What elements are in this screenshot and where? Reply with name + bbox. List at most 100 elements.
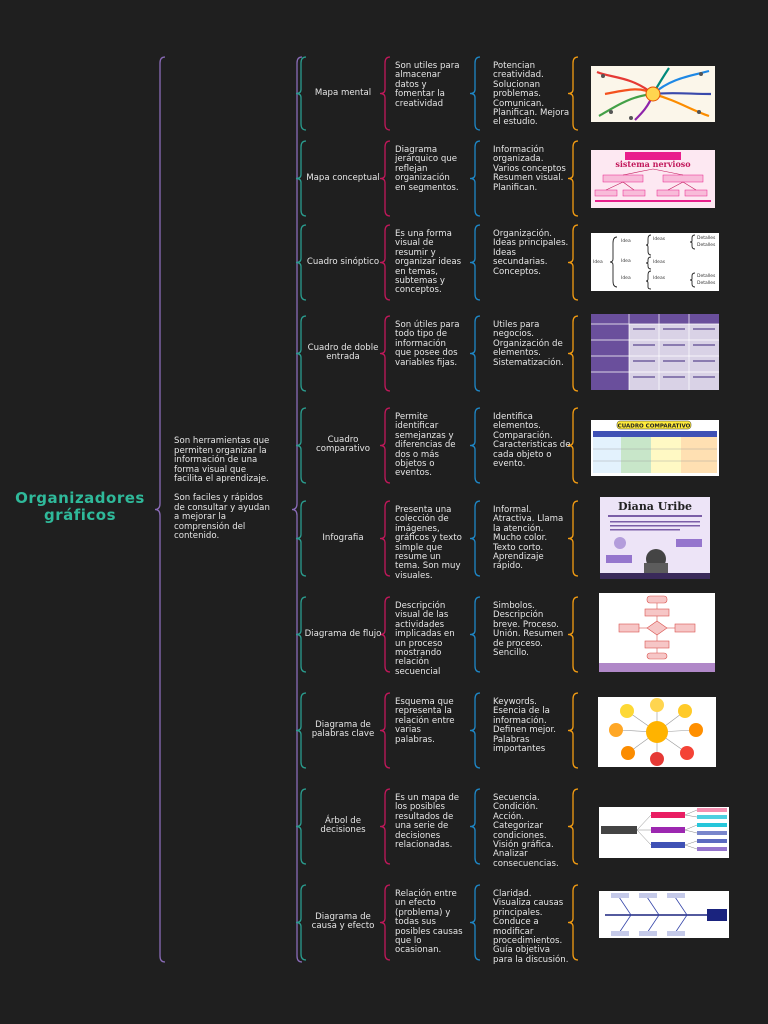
diagram-title: Organizadores gráficos xyxy=(15,489,145,524)
description: Son herramientas que permiten organizar … xyxy=(174,436,274,551)
definition-brace-8 xyxy=(379,692,391,769)
name-brace-5 xyxy=(295,407,307,484)
category-brace xyxy=(291,56,303,963)
image-brace-7 xyxy=(567,596,579,673)
row-4-features: Utiles para negocios. Organización de el… xyxy=(493,320,564,368)
row-7-features: Simbolos. Descripción breve. Proceso. Un… xyxy=(493,601,564,659)
mind-map-thumbnail xyxy=(591,66,715,122)
row-8-definition: Esquema que representa la relación entre… xyxy=(395,697,455,745)
name-brace-3 xyxy=(295,224,307,301)
definition-brace-1 xyxy=(379,56,391,131)
name-brace-6 xyxy=(295,500,307,577)
svg-text:Detalles: Detalles xyxy=(697,235,716,241)
svg-text:Idea: Idea xyxy=(621,238,631,244)
features-brace-3 xyxy=(469,224,481,301)
features-brace-10 xyxy=(469,884,481,961)
row-10-name: Diagrama de causa y efecto xyxy=(311,912,375,932)
comparison-table-thumbnail: CUADRO COMPARATIVO xyxy=(591,420,719,476)
definition-brace-7 xyxy=(379,596,391,673)
image-brace-5 xyxy=(567,407,579,484)
image-brace-2 xyxy=(567,140,579,217)
features-brace-9 xyxy=(469,788,481,865)
definition-brace-9 xyxy=(379,788,391,865)
name-brace-2 xyxy=(295,140,307,217)
decision-tree-thumbnail xyxy=(599,807,729,858)
svg-text:Idea: Idea xyxy=(621,275,631,281)
row-2-definition: Diagrama jerárquico que reflejan organiz… xyxy=(395,145,459,193)
name-brace-8 xyxy=(295,692,307,769)
row-6-features: Informal. Atractiva. Llama la atención. … xyxy=(493,505,564,572)
svg-text:Detalles: Detalles xyxy=(697,273,716,279)
features-brace-1 xyxy=(469,56,481,131)
main-brace xyxy=(154,56,166,963)
row-9-features: Secuencia. Condición. Acción. Categoriza… xyxy=(493,793,559,869)
image-brace-8 xyxy=(567,692,579,769)
cause-effect-thumbnail xyxy=(599,891,729,938)
row-2-name: Mapa conceptual xyxy=(306,173,380,183)
row-10-definition: Relación entre un efecto (problema) y to… xyxy=(395,889,463,956)
svg-text:Ideas: Ideas xyxy=(653,259,666,265)
name-brace-4 xyxy=(295,315,307,392)
row-3-definition: Es una forma visual de resumir y organiz… xyxy=(395,229,462,296)
definition-brace-10 xyxy=(379,884,391,961)
image-brace-4 xyxy=(567,315,579,392)
image-brace-10 xyxy=(567,884,579,961)
row-4-definition: Son útiles para todo tipo de información… xyxy=(395,320,460,368)
svg-text:Idea: Idea xyxy=(621,258,631,264)
description-paragraph-2: Son faciles y rápidos de consultar y ayu… xyxy=(174,492,270,542)
concept-map-heading: sistema nervioso xyxy=(615,159,691,169)
svg-text:Idea: Idea xyxy=(593,259,603,265)
description-paragraph-1: Son herramientas que permiten organizar … xyxy=(174,436,270,485)
image-brace-1 xyxy=(567,56,579,131)
name-brace-9 xyxy=(295,788,307,865)
row-7-definition: Descripción visual de las actividades im… xyxy=(395,601,455,677)
row-6-definition: Presenta una colección de imágenes, gráf… xyxy=(395,505,462,581)
flowchart-thumbnail xyxy=(599,593,715,672)
definition-brace-2 xyxy=(379,140,391,217)
comparison-table-heading: CUADRO COMPARATIVO xyxy=(618,424,691,430)
row-8-name: Diagrama de palabras clave xyxy=(311,720,375,740)
name-brace-7 xyxy=(295,596,307,673)
row-5-name: Cuadro comparativo xyxy=(316,435,370,455)
features-brace-6 xyxy=(469,500,481,577)
row-1-name: Mapa mental xyxy=(314,88,372,98)
row-2-features: Información organizada. Varios conceptos… xyxy=(493,145,566,193)
row-3-name: Cuadro sinóptico xyxy=(306,257,380,267)
name-brace-1 xyxy=(295,56,307,131)
row-4-name: Cuadro de doble entrada xyxy=(307,343,379,363)
svg-text:Ideas: Ideas xyxy=(653,236,666,242)
row-10-features: Claridad. Visualiza causas principales. … xyxy=(493,889,569,965)
features-brace-4 xyxy=(469,315,481,392)
image-brace-3 xyxy=(567,224,579,301)
definition-brace-3 xyxy=(379,224,391,301)
double-entry-table-thumbnail xyxy=(591,314,719,390)
row-5-features: Identifica elementos. Comparación. Carac… xyxy=(493,412,571,470)
row-1-definition: Son utiles para almacenar datos y foment… xyxy=(395,61,460,109)
svg-text:Detalles: Detalles xyxy=(697,242,716,248)
keywords-diagram-thumbnail xyxy=(598,697,716,767)
features-brace-2 xyxy=(469,140,481,217)
svg-text:Detalles: Detalles xyxy=(697,280,716,286)
row-6-name: Infografia xyxy=(322,533,364,543)
definition-brace-4 xyxy=(379,315,391,392)
concept-map-thumbnail: sistema nervioso xyxy=(591,150,715,208)
features-brace-8 xyxy=(469,692,481,769)
row-3-features: Organización. Ideas principales. Ideas s… xyxy=(493,229,569,277)
features-brace-5 xyxy=(469,407,481,484)
row-7-name: Diagrama de flujo xyxy=(304,629,382,639)
image-brace-9 xyxy=(567,788,579,865)
row-9-definition: Es un mapa de los posibles resultados de… xyxy=(395,793,460,851)
name-brace-10 xyxy=(295,884,307,961)
definition-brace-5 xyxy=(379,407,391,484)
infographic-heading: Diana Uribe xyxy=(618,500,692,513)
row-8-features: Keywords. Esencia de la información. Def… xyxy=(493,697,557,755)
features-brace-7 xyxy=(469,596,481,673)
definition-brace-6 xyxy=(379,500,391,577)
image-brace-6 xyxy=(567,500,579,577)
row-5-definition: Permite identificar semejanzas y diferen… xyxy=(395,412,456,479)
row-1-features: Potencian creatividad. Solucionan proble… xyxy=(493,61,570,128)
row-9-name: Árbol de decisiones xyxy=(320,816,366,836)
svg-text:Ideas: Ideas xyxy=(653,275,666,281)
infographic-thumbnail: Diana Uribe xyxy=(600,497,710,579)
